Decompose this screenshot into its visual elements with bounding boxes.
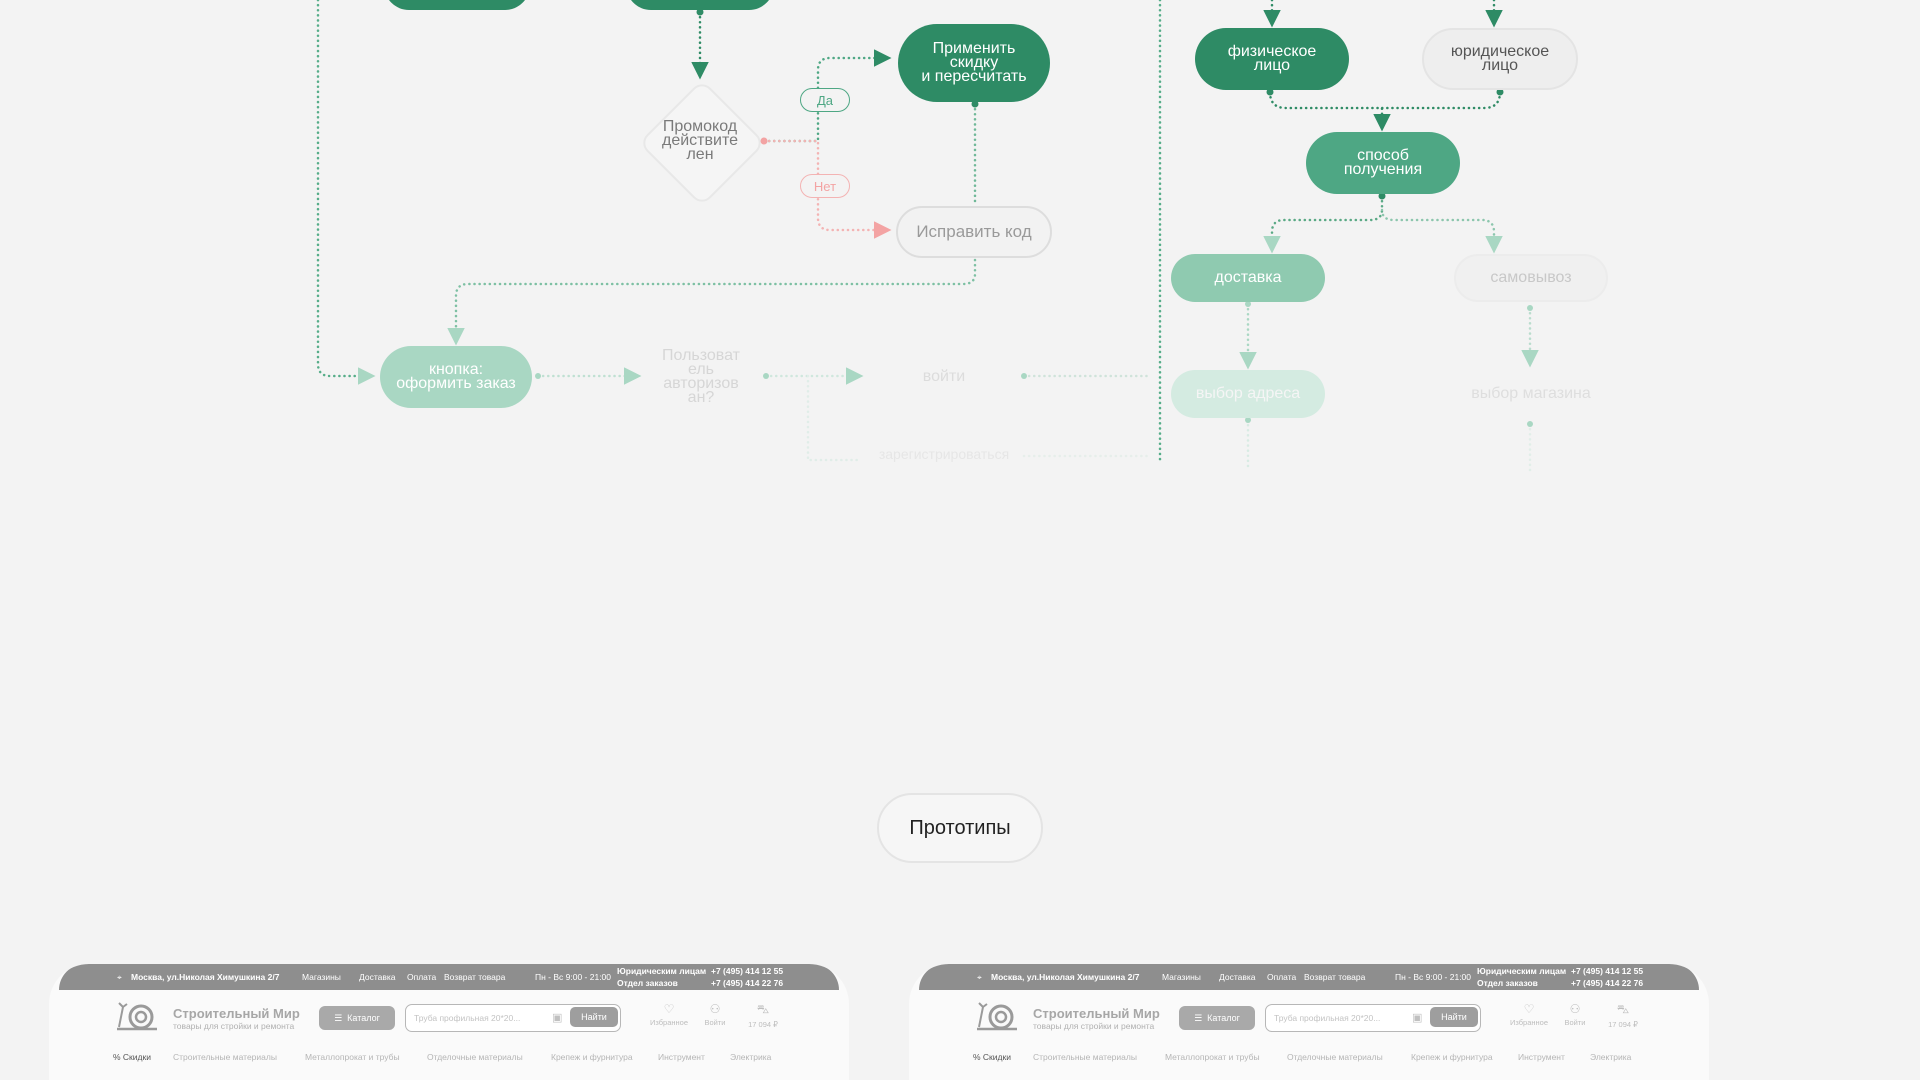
proto-topbar-link[interactable]: Магазины	[302, 972, 341, 982]
proto-category[interactable]: Отделочные материалы	[427, 1052, 523, 1062]
proto-category[interactable]: % Скидки	[973, 1052, 1011, 1062]
proto-topbar-link[interactable]: Оплата	[1267, 972, 1297, 982]
cart-icon: ⛍	[1616, 1002, 1630, 1016]
proto-location: Москва, ул.Николая Химушкина 2/7	[131, 972, 280, 982]
flow-node-individual: физическое лицо	[1195, 28, 1349, 90]
proto-search-placeholder: Труба профильная 20*20...	[1274, 1013, 1381, 1023]
proto-orders-label: Отдел заказов	[617, 978, 678, 988]
proto-favorites[interactable]: ♡Избранное	[649, 1002, 688, 1027]
flow-node-register: зарегистрироваться	[878, 446, 1010, 462]
brand-snail-logo-icon	[117, 1002, 157, 1031]
proto-category[interactable]: Металлопрокат и трубы	[305, 1052, 400, 1062]
proto-orders-phone[interactable]: +7 (495) 414 22 76	[1571, 978, 1644, 988]
proto-find-button[interactable]: Найти	[1430, 1007, 1478, 1027]
proto-category[interactable]: Металлопрокат и трубы	[1165, 1052, 1260, 1062]
proto-orders-label: Отдел заказов	[1477, 978, 1538, 988]
proto-topbar-link[interactable]: Оплата	[407, 972, 437, 982]
prototype-preview-2[interactable]: ⌖ Москва, ул.Николая Химушкина 2/7 Магаз…	[909, 964, 1709, 1080]
heart-icon: ♡	[663, 1002, 675, 1016]
flow-node-receive-method: способ получения	[1306, 132, 1460, 194]
flow-node-store-choice: выбор магазина	[1471, 385, 1591, 402]
proto-category[interactable]: Отделочные материалы	[1287, 1052, 1383, 1062]
section-title-prototypes: Прототипы	[877, 793, 1043, 863]
proto-hours: Пн - Вс 9:00 - 21:00	[1395, 972, 1472, 982]
user-icon: ⚇	[709, 1002, 721, 1016]
proto-category[interactable]: Электрика	[730, 1052, 772, 1062]
proto-search-placeholder: Труба профильная 20*20...	[414, 1013, 521, 1023]
proto-category[interactable]: Электрика	[1590, 1052, 1632, 1062]
image-search-icon[interactable]: ▣	[1412, 1012, 1423, 1024]
proto-legal-phone[interactable]: +7 (495) 414 12 55	[1571, 966, 1644, 976]
proto-legal-phone[interactable]: +7 (495) 414 12 55	[711, 966, 784, 976]
image-search-icon[interactable]: ▣	[552, 1012, 563, 1024]
proto-brand-sub: товары для стройки и ремонта	[1033, 1021, 1155, 1031]
proto-catalog-label: Каталог	[1207, 1013, 1240, 1023]
proto-legal-label: Юридическим лицам	[617, 966, 707, 976]
proto-cart[interactable]: ⛍17 094 ₽	[743, 1002, 783, 1029]
proto-topbar-link[interactable]: Возврат товара	[1304, 972, 1366, 982]
location-pin-icon: ⌖	[117, 972, 122, 982]
proto-topbar-link[interactable]: Доставка	[1219, 972, 1256, 982]
flow-decision-promo-valid-label: Промокод действите лен	[662, 118, 738, 163]
flowchart: Применить скидку и пересчитать Промокод …	[0, 0, 1920, 520]
brand-snail-logo-icon	[977, 1002, 1017, 1031]
proto-category[interactable]: Крепеж и фурнитура	[1411, 1052, 1493, 1062]
flow-node-legal-entity: юридическое лицо	[1422, 28, 1578, 90]
proto-category[interactable]: Строительные материалы	[1033, 1052, 1137, 1062]
proto-catalog-button[interactable]: ☰ Каталог	[319, 1006, 395, 1030]
menu-icon: ☰	[334, 1012, 343, 1023]
flow-decision-promo-valid: Промокод действите лен	[638, 79, 766, 207]
prototype-preview-1[interactable]: ⌖ Москва, ул.Николая Химушкина 2/7 Магаз…	[49, 964, 849, 1080]
flow-label-no: Нет	[800, 174, 850, 198]
proto-topbar-link[interactable]: Магазины	[1162, 972, 1201, 982]
proto-login[interactable]: ⚇Войти	[1555, 1002, 1595, 1027]
flow-node-pickup: самовывоз	[1454, 254, 1608, 302]
proto-search-input[interactable]: Труба профильная 20*20... ▣ Найти	[405, 1004, 621, 1032]
menu-icon: ☰	[1194, 1012, 1203, 1023]
cart-icon: ⛍	[756, 1002, 770, 1016]
flow-node-checkout-button: кнопка: оформить заказ	[380, 346, 532, 408]
proto-brand-sub: товары для стройки и ремонта	[173, 1021, 295, 1031]
proto-category[interactable]: Инструмент	[658, 1052, 705, 1062]
proto-topbar-link[interactable]: Доставка	[359, 972, 396, 982]
flow-node-apply-discount: Применить скидку и пересчитать	[898, 24, 1050, 102]
proto-catalog-button[interactable]: ☰ Каталог	[1179, 1006, 1255, 1030]
proto-login[interactable]: ⚇Войти	[695, 1002, 735, 1027]
proto-topbar-link[interactable]: Возврат товара	[444, 972, 506, 982]
flow-label-yes: Да	[800, 88, 850, 112]
proto-hours: Пн - Вс 9:00 - 21:00	[535, 972, 612, 982]
flow-decision-user-authorized: Пользоват ель авторизов ан?	[640, 316, 762, 438]
flow-node-top-mid	[626, 0, 774, 10]
proto-catalog-label: Каталог	[347, 1013, 380, 1023]
proto-category[interactable]: Крепеж и фурнитура	[551, 1052, 633, 1062]
flow-node-delivery: доставка	[1171, 254, 1325, 302]
proto-category[interactable]: Строительные материалы	[173, 1052, 277, 1062]
proto-favorites[interactable]: ♡Избранное	[1509, 1002, 1548, 1027]
proto-location: Москва, ул.Николая Химушкина 2/7	[991, 972, 1140, 982]
proto-cart[interactable]: ⛍17 094 ₽	[1603, 1002, 1643, 1029]
user-icon: ⚇	[1569, 1002, 1581, 1016]
flow-node-top-left	[384, 0, 530, 10]
proto-topbar: ⌖ Москва, ул.Николая Химушкина 2/7 Магаз…	[919, 964, 1699, 990]
proto-brand-name: Строительный Мир	[1033, 1006, 1160, 1021]
flowchart-connectors	[316, 0, 1539, 472]
proto-brand-name: Строительный Мир	[173, 1006, 300, 1021]
proto-topbar: ⌖ Москва, ул.Николая Химушкина 2/7 Магаз…	[59, 964, 839, 990]
location-pin-icon: ⌖	[977, 972, 982, 982]
proto-category[interactable]: % Скидки	[113, 1052, 151, 1062]
proto-find-button[interactable]: Найти	[570, 1007, 618, 1027]
proto-legal-label: Юридическим лицам	[1477, 966, 1567, 976]
proto-orders-phone[interactable]: +7 (495) 414 22 76	[711, 978, 784, 988]
proto-search-input[interactable]: Труба профильная 20*20... ▣ Найти	[1265, 1004, 1481, 1032]
heart-icon: ♡	[1523, 1002, 1535, 1016]
proto-category[interactable]: Инструмент	[1518, 1052, 1565, 1062]
flow-node-login: войти	[922, 368, 966, 385]
flow-node-address-choice: выбор адреса	[1171, 370, 1325, 418]
flow-node-fix-code: Исправить код	[896, 206, 1052, 258]
flow-decision-user-authorized-label: Пользоват ель авторизов ан?	[662, 347, 740, 406]
